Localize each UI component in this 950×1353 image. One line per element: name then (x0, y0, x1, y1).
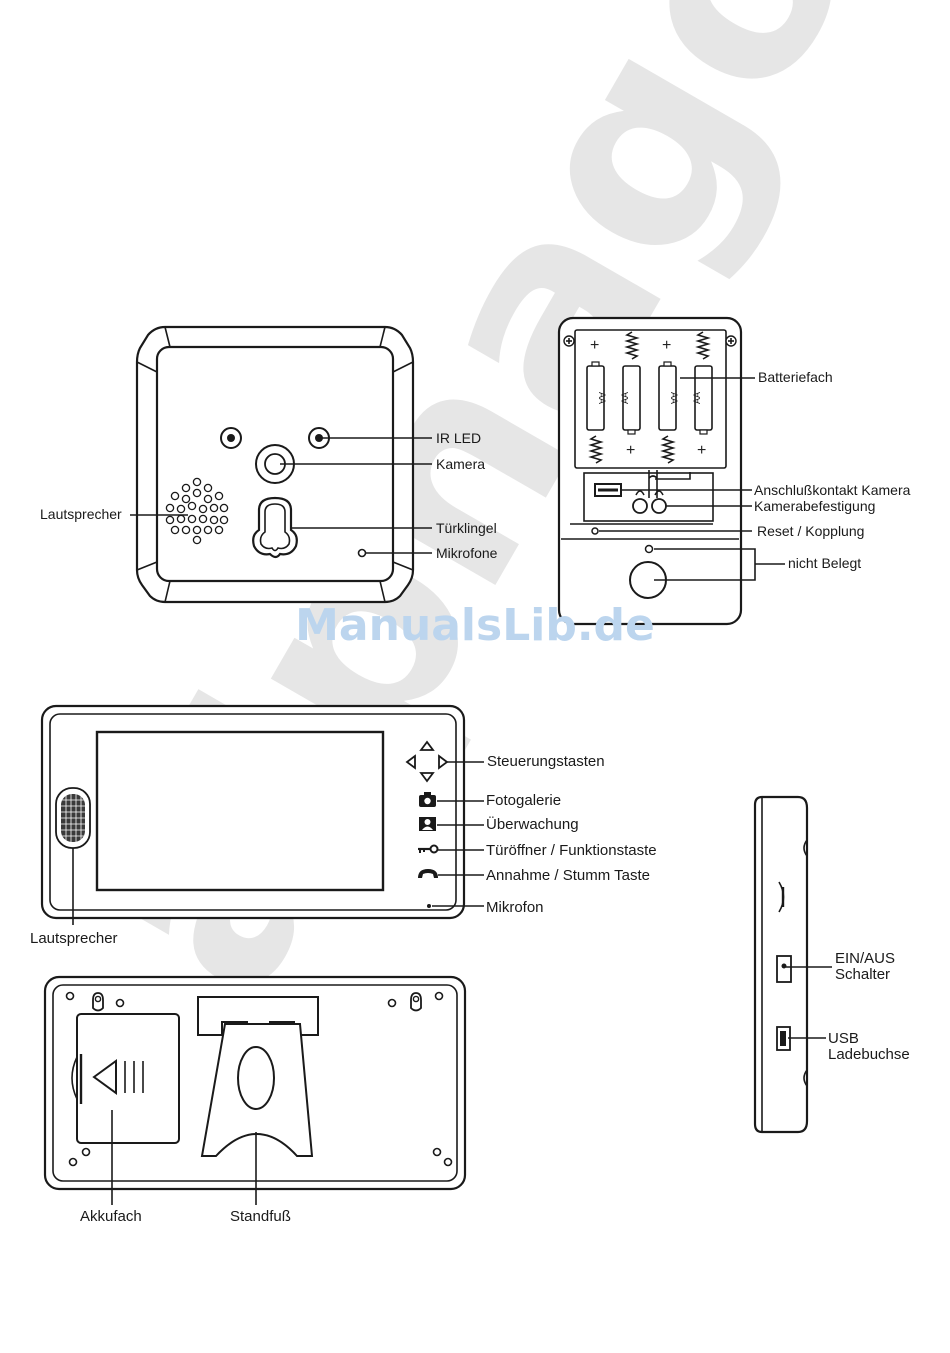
battery-label-1: AA (597, 392, 607, 404)
label-ein-aus-line1: EIN/AUS (835, 950, 895, 967)
power-switch[interactable] (776, 955, 792, 983)
speaker-grille (165, 477, 229, 545)
spring-icon-1 (624, 331, 640, 360)
screw-icon-left (563, 335, 575, 347)
person-monitor-icon[interactable] (419, 817, 436, 831)
monitor-screen (95, 730, 385, 892)
aa-battery-1: AA (586, 361, 607, 431)
label-reset: Reset / Kopplung (757, 523, 864, 539)
spring-icon-2 (695, 331, 711, 360)
label-kamerabefestigung: Kamerabefestigung (754, 498, 875, 514)
label-batteriefach: Batteriefach (758, 369, 833, 385)
reset-pinhole (591, 527, 599, 535)
door-camera-back: + + AA AA AA AA + + (557, 316, 911, 626)
battery-cover[interactable] (71, 1013, 180, 1144)
arrow-down-icon[interactable] (419, 772, 435, 783)
label-lautsprecher-camera: Lautsprecher (40, 506, 122, 522)
label-tueroeffner: Türöffner / Funktionstaste (486, 842, 657, 859)
label-akkufach: Akkufach (80, 1208, 142, 1225)
arrow-left-icon[interactable] (405, 754, 416, 770)
label-lautsprecher-monitor: Lautsprecher (30, 930, 118, 947)
key-icon[interactable] (418, 844, 439, 854)
camera-icon[interactable] (419, 792, 436, 807)
kickstand[interactable] (197, 996, 319, 1157)
label-anschlusskontakt: Anschlußkontakt Kamera (754, 482, 911, 498)
screw-icon-right (725, 335, 737, 347)
label-usb-line2: Ladebuchse (828, 1046, 910, 1063)
slide-arrow-icon (92, 1059, 117, 1095)
label-kamera: Kamera (436, 456, 485, 472)
label-annahme: Annahme / Stumm Taste (486, 867, 650, 884)
battery-label-2: AA (620, 392, 630, 404)
monitor-back: Akkufach Standfuß (43, 975, 467, 1225)
spring-icon-3 (588, 435, 604, 464)
wall-mount-keyhole-right (387, 991, 444, 1012)
plus-sign-4: + (697, 442, 706, 459)
aa-battery-2: AA (620, 365, 641, 435)
bottom-screws (68, 1147, 453, 1167)
monitor-microphone-hole (427, 904, 431, 908)
label-fotogalerie: Fotogalerie (486, 792, 561, 809)
label-ir-led: IR LED (436, 430, 481, 446)
manualslib-watermark: ManualsLib.de (295, 600, 655, 651)
monitor-speaker (55, 787, 91, 849)
sd-card-slot[interactable] (778, 881, 785, 913)
label-tuerklingel: Türklingel (436, 520, 497, 536)
aa-battery-4: AA (692, 365, 713, 435)
door-camera-front: IR LED Kamera Lautsprecher Türklingel Mi… (40, 325, 498, 604)
label-mikrofone: Mikrofone (436, 545, 498, 561)
label-standfuss: Standfuß (230, 1208, 291, 1225)
label-mikrofon: Mikrofon (486, 899, 544, 916)
label-usb-line1: USB (828, 1030, 859, 1047)
aa-battery-3: AA (658, 361, 679, 431)
monitor-front: Steuerungstasten Fotogalerie Überwachung… (30, 704, 657, 947)
wall-mount-keyhole-left (65, 991, 125, 1012)
label-ueberwachung: Überwachung (486, 815, 579, 833)
label-nicht-belegt: nicht Belegt (788, 555, 861, 571)
front-microphone-hole (357, 548, 367, 558)
battery-compartment (574, 329, 727, 469)
mount-hole-left (632, 498, 648, 514)
plus-sign-2: + (662, 337, 671, 354)
doorbell-button (252, 496, 298, 559)
plus-sign-3: + (626, 442, 635, 459)
mount-hole-right (651, 498, 667, 514)
label-steuerungstasten: Steuerungstasten (487, 753, 605, 770)
arrow-right-icon[interactable] (438, 754, 449, 770)
phone-icon[interactable] (418, 869, 438, 878)
label-ein-aus-line2: Schalter (835, 966, 890, 983)
monitor-side: EIN/AUS Schalter USB Ladebuchse (753, 795, 910, 1134)
battery-label-3: AA (669, 392, 679, 404)
spring-icon-4 (660, 435, 676, 464)
battery-label-4: AA (692, 392, 702, 404)
arrow-up-icon[interactable] (419, 740, 435, 751)
plus-sign-1: + (590, 337, 599, 354)
